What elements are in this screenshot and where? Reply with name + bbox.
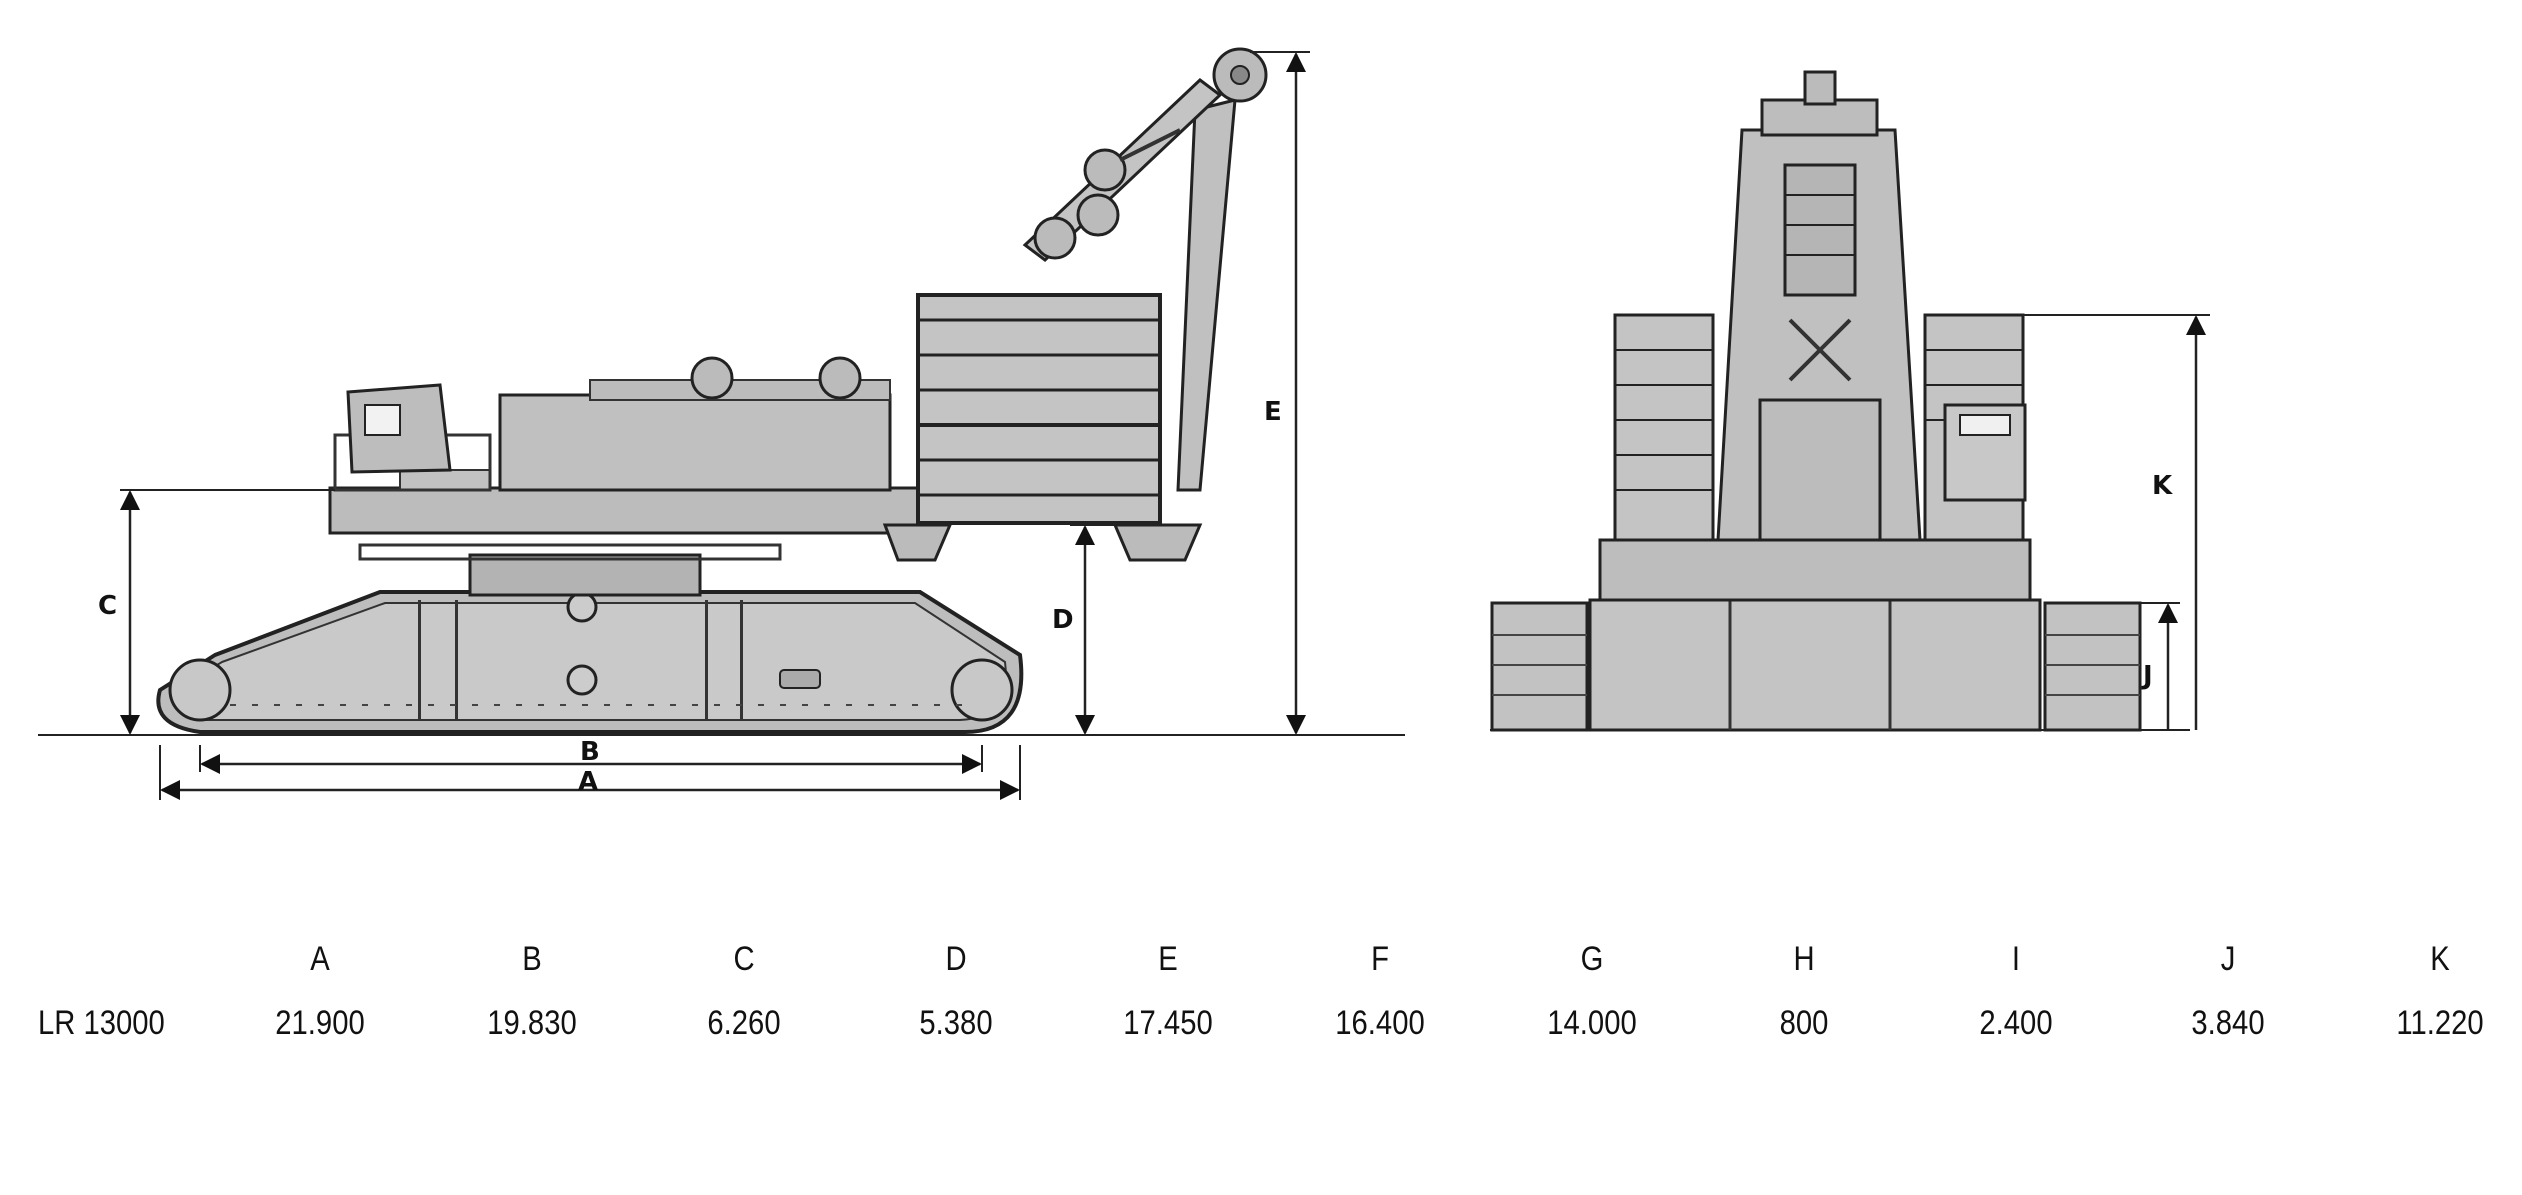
col-header-f: F (1371, 940, 1389, 978)
dim-label-j: J (2141, 661, 2153, 691)
col-header-h: H (1793, 940, 1815, 978)
side-view (38, 47, 1405, 736)
value-g: 14.000 (1547, 1004, 1637, 1042)
value-j: 3.840 (2191, 1004, 2265, 1042)
value-e: 17.450 (1123, 1004, 1213, 1042)
crawler-track (156, 590, 1024, 734)
value-d: 5.380 (919, 1004, 993, 1042)
dimension-table: A B C D E F G H I J K LR 13000 21.900 19… (0, 940, 2522, 1068)
value-a: 21.900 (275, 1004, 365, 1042)
value-f: 16.400 (1335, 1004, 1425, 1042)
crane-dimension-drawing: A B C D E (38, 47, 2210, 800)
col-header-i: I (2011, 940, 2021, 978)
col-header-j: J (2220, 940, 2236, 978)
dim-label-k: K (2152, 471, 2173, 501)
value-b: 19.830 (487, 1004, 577, 1042)
value-k: 11.220 (2396, 1004, 2484, 1042)
col-header-c: C (733, 940, 755, 978)
col-header-e: E (1158, 940, 1178, 978)
dim-label-c: C (98, 591, 117, 621)
dim-label-d: D (1052, 605, 1074, 635)
table-header-row: A B C D E F G H I J K (0, 940, 2522, 1004)
col-header-k: K (2430, 940, 2450, 978)
front-view (1490, 70, 2190, 732)
side-dimension-lines (120, 51, 1310, 800)
col-header-a: A (310, 940, 330, 978)
dim-label-b: B (580, 737, 600, 767)
col-header-d: D (945, 940, 967, 978)
table-row: LR 13000 21.900 19.830 6.260 5.380 17.45… (0, 1004, 2522, 1068)
dim-label-e: E (1264, 397, 1282, 427)
dim-label-a: A (578, 767, 598, 797)
value-i: 2.400 (1979, 1004, 2053, 1042)
value-c: 6.260 (707, 1004, 781, 1042)
value-h: 800 (1779, 1004, 1829, 1042)
col-header-g: G (1580, 940, 1604, 978)
model-name: LR 13000 (38, 1004, 165, 1042)
col-header-b: B (522, 940, 542, 978)
front-dimension-lines (2023, 314, 2210, 730)
